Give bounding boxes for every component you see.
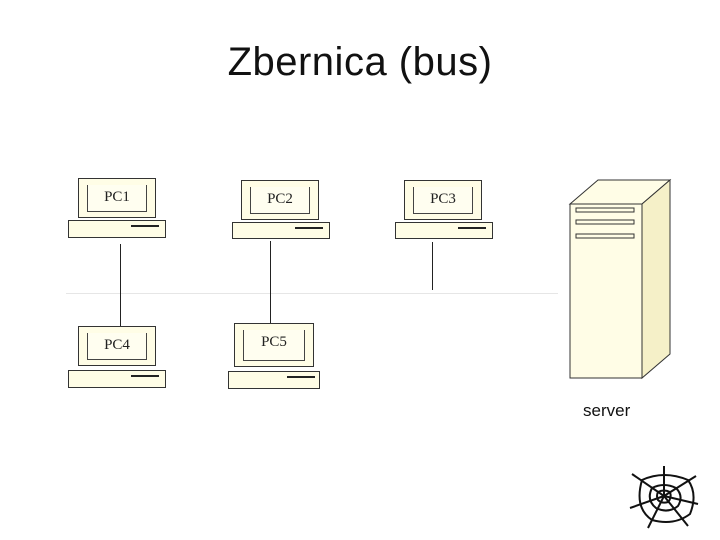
pc5-label: PC5 xyxy=(261,334,287,350)
pc4-computer-icon: PC4 xyxy=(68,326,166,388)
server-label: server xyxy=(583,401,631,420)
slide-title: Zbernica (bus) xyxy=(227,40,493,84)
pc1-computer-icon: PC1 xyxy=(68,178,166,240)
pc4-label: PC4 xyxy=(104,337,130,353)
wire-pc1-pc4 xyxy=(120,244,121,332)
pc1-label: PC1 xyxy=(104,189,130,205)
pc2-label: PC2 xyxy=(267,191,293,207)
bus-line xyxy=(66,293,558,294)
wire-pc2-pc5 xyxy=(270,241,271,323)
server-icon xyxy=(568,178,672,380)
pc3-computer-icon: PC3 xyxy=(395,180,493,240)
pc2-computer-icon: PC2 xyxy=(232,180,330,240)
pc5-computer-icon: PC5 xyxy=(228,323,320,391)
spider-web-icon xyxy=(629,466,699,529)
pc3-label: PC3 xyxy=(430,191,456,207)
wire-pc3 xyxy=(432,242,433,290)
